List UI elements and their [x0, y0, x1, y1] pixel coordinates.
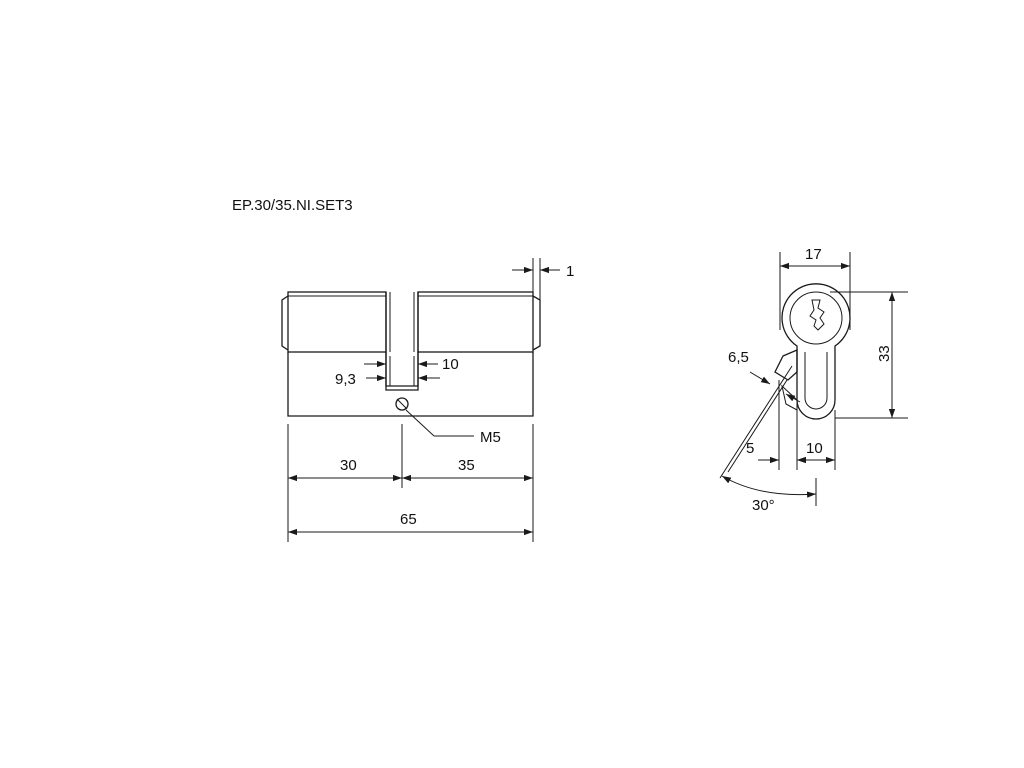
dim-cam-right: 10: [442, 356, 459, 373]
side-view: M5 1 10 9,3 30 35 65: [281, 258, 574, 542]
lower-profile: [287, 352, 534, 417]
cam: [385, 352, 419, 391]
dim-cam-left: 9,3: [335, 371, 356, 388]
screw-label: M5: [480, 429, 501, 446]
dim-offset: 5: [746, 440, 754, 457]
left-end-cap: [281, 295, 289, 351]
cam-rotated: [774, 349, 798, 381]
left-upper-body: [287, 291, 387, 353]
front-view: 17 33 6,5 5 10 30°: [719, 246, 908, 514]
dim-bottom: 10: [806, 440, 823, 457]
right-end-cap: [532, 295, 541, 351]
cam-slot: [385, 292, 419, 387]
dim-total-length: 65: [400, 511, 417, 528]
right-upper-body: [417, 291, 534, 353]
dim-flange: 1: [566, 263, 574, 280]
screw-hole: [395, 397, 409, 411]
dim-left-length: 30: [340, 457, 357, 474]
dim-right-length: 35: [458, 457, 475, 474]
drawing-title: EP.30/35.NI.SET3: [232, 197, 353, 214]
dim-cam: 6,5: [728, 349, 749, 366]
dim-height: 33: [876, 345, 893, 362]
dim-width: 17: [805, 246, 822, 263]
plug-circle: [789, 291, 843, 345]
keyway-icon: [809, 299, 825, 331]
dim-angle: 30°: [752, 497, 775, 514]
